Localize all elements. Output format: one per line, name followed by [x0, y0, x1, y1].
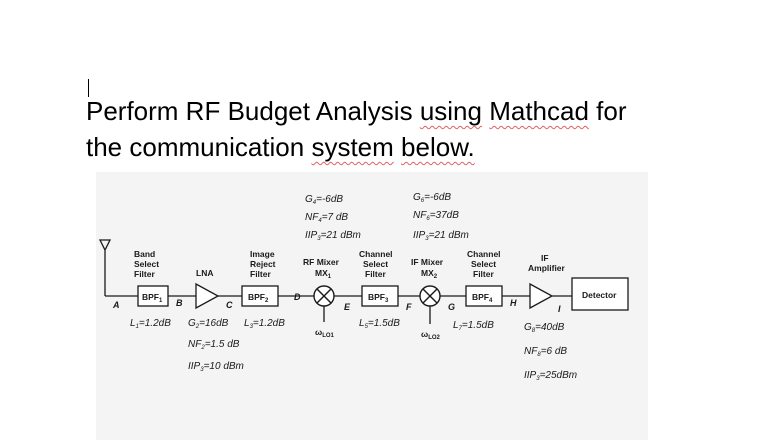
node-h: H: [510, 298, 517, 308]
svg-text:IIP3=25dBm: IIP3=25dBm: [524, 370, 577, 382]
lo1-label: ωLO1: [315, 327, 335, 339]
svg-text:Channel: Channel: [467, 249, 501, 259]
antenna-icon: [98, 239, 112, 296]
node-i: I: [558, 304, 561, 314]
svg-text:NF4=7 dB: NF4=7 dB: [305, 212, 348, 224]
node-f: F: [406, 302, 412, 312]
bpf1-block: [137, 285, 169, 307]
svg-text:Reject: Reject: [250, 259, 276, 269]
rf-mixer-icon: [313, 285, 335, 307]
node-e: E: [344, 302, 351, 312]
svg-text:IIP3=21 dBm: IIP3=21 dBm: [305, 230, 361, 242]
image-reject-filter-label: Image Reject Filter: [250, 249, 276, 279]
question-line-1[interactable]: Perform RF Budget Analysis using Mathcad…: [86, 96, 627, 126]
rf-receiver-block-diagram: BPF1 BPF2 BPF3 BPF4 Detector Band Select…: [96, 172, 648, 440]
svg-text:Amplifier: Amplifier: [528, 263, 566, 273]
svg-text:Filter: Filter: [473, 269, 494, 279]
node-c: C: [226, 300, 233, 310]
if-amplifier-label: IF Amplifier: [528, 253, 566, 273]
if-amp-params: G8=40dB NF8=6 dB IIP3=25dBm: [524, 322, 577, 382]
svg-text:MX2: MX2: [421, 268, 438, 280]
svg-text:IIP3=10 dBm: IIP3=10 dBm: [188, 361, 244, 373]
channel-select-filter-2-label: Channel Select Filter: [467, 249, 501, 279]
lo2-label: ωLO2: [421, 329, 441, 341]
node-g: G: [448, 302, 455, 312]
svg-text:BPF3: BPF3: [368, 292, 389, 304]
svg-text:G4=-6dB: G4=-6dB: [305, 194, 343, 206]
detector-label: Detector: [582, 290, 617, 300]
bpf4-loss: L7=1.5dB: [453, 320, 494, 332]
text-cursor: [88, 79, 89, 97]
svg-text:IF: IF: [541, 253, 549, 263]
svg-text:IIP3=21 dBm: IIP3=21 dBm: [413, 230, 469, 242]
node-d: D: [294, 292, 301, 302]
svg-text:NF6=37dB: NF6=37dB: [413, 210, 459, 222]
svg-text:G6=-6dB: G6=-6dB: [413, 192, 451, 204]
rf-mixer-label: RF Mixer MX1: [303, 257, 340, 280]
svg-text:MX1: MX1: [315, 268, 332, 280]
svg-text:RF Mixer: RF Mixer: [303, 257, 340, 267]
channel-select-filter-1-label: Channel Select Filter: [359, 249, 393, 279]
bpf3-block: [361, 285, 399, 307]
rf-mixer-params: G4=-6dB NF4=7 dB IIP3=21 dBm: [305, 194, 361, 242]
if-mixer-label: IF Mixer MX2: [411, 257, 444, 280]
bpf3-loss: L5=1.5dB: [359, 318, 400, 330]
svg-text:G8=40dB: G8=40dB: [524, 322, 565, 334]
detector-block: [571, 277, 629, 311]
svg-text:Filter: Filter: [365, 269, 386, 279]
if-amplifier-icon: [529, 282, 554, 310]
svg-text:NF8=6 dB: NF8=6 dB: [524, 346, 567, 358]
svg-text:Band: Band: [134, 249, 155, 259]
if-mixer-params: G6=-6dB NF6=37dB IIP3=21 dBm: [413, 192, 469, 242]
svg-text:Select: Select: [134, 259, 159, 269]
svg-text:BPF4: BPF4: [472, 292, 493, 304]
question-line-2[interactable]: the communication system below.: [86, 132, 475, 162]
svg-text:Filter: Filter: [250, 269, 271, 279]
node-b: B: [176, 298, 183, 308]
bpf4-block: [465, 285, 503, 307]
bpf1-loss: L1=1.2dB: [130, 318, 171, 330]
svg-text:IF Mixer: IF Mixer: [411, 257, 444, 267]
band-select-filter-label: Band Select Filter: [134, 249, 159, 279]
node-a: A: [112, 300, 120, 310]
svg-text:Image: Image: [250, 249, 275, 259]
if-mixer-icon: [419, 285, 441, 307]
lna-params: G2=16dB NF2=1.5 dB IIP3=10 dBm: [188, 318, 244, 373]
lna-label: LNA: [196, 268, 213, 278]
svg-text:Select: Select: [363, 259, 388, 269]
bpf2-loss: L3=1.2dB: [244, 318, 285, 330]
svg-text:Filter: Filter: [134, 269, 155, 279]
lna-amplifier-icon: [195, 282, 220, 310]
svg-text:Channel: Channel: [359, 249, 393, 259]
svg-text:BPF2: BPF2: [248, 292, 269, 304]
svg-text:BPF1: BPF1: [142, 292, 163, 304]
svg-text:Select: Select: [471, 259, 496, 269]
svg-text:NF2=1.5 dB: NF2=1.5 dB: [188, 339, 240, 351]
svg-text:G2=16dB: G2=16dB: [188, 318, 229, 330]
bpf2-block: [241, 285, 279, 307]
